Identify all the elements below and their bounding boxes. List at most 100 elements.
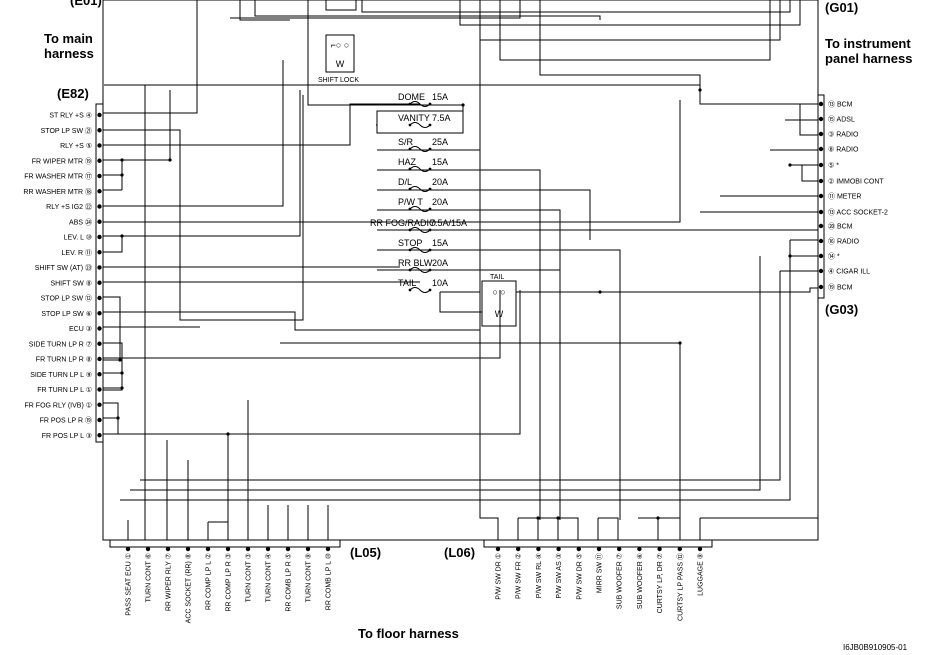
l06-pin-dot [637,546,642,552]
g01-pin-dot [818,101,824,107]
l06-label: (L06) [444,545,475,560]
l06-pin-dot [516,546,521,552]
fuse-label: DOME [398,92,425,102]
l05-pin-label: RR COMB LP R ⑤ [285,553,293,612]
l06-pin-label: P/W SW RL ④ [535,553,543,598]
l06-pin-dot [596,546,602,552]
l05-pin-dot [225,546,231,552]
fuse-label: S/R [398,137,414,147]
e82-pin-label: STOP LP SW ⑥ [41,310,92,318]
l05-pin-dot [265,546,271,552]
g01-pin-label: ⑬ BCM [828,101,853,109]
g03-pin-label: ⑭ * [828,253,840,261]
svg-text:W: W [495,309,504,319]
g03-pin-dot [818,284,824,290]
e82-pin-label: RR WASHER MTR ⑱ [23,188,92,196]
to-main-harness-line2: harness [44,46,94,61]
e82-pin-dot [97,112,102,118]
fuse-symbol [409,101,431,107]
g01-pin-label: ⑮ ADSL [828,116,855,124]
l06-connector-bar [483,539,713,548]
e82-pin-dot [97,326,102,331]
fuse-rating: 20A [432,197,448,207]
g01-pin-dot [818,223,824,229]
shift-lock-relay [325,34,355,73]
fuse-rating: 10A [432,278,448,288]
g03-pin-dot [818,238,824,244]
g03-pin-label: ⑯ RADIO [828,238,860,246]
svg-text:○ ○: ○ ○ [492,287,505,297]
l05-pin-label: ACC SOCKET (RR) ⑧ [185,553,193,623]
l05-pin-dot [145,546,151,552]
g01-pin-dot [818,209,824,215]
g01-pin-label: ⑳ BCM [828,223,853,231]
g01-pin-dot [818,131,824,137]
e82-pin-dot [97,433,102,438]
e82-pin-label: ABS ㉔ [69,218,92,226]
fuse-label: P/W T [398,197,423,207]
shift-lock-label: SHIFT LOCK [318,77,359,84]
g01-pin-label: ⑤ * [828,162,839,170]
l05-connector-bar [109,539,341,548]
junction-dots [116,88,792,520]
fuse-symbol [409,247,431,253]
g01-pin-dot [818,116,824,122]
e82-label: (E82) [57,86,89,101]
e82-pin-dot [97,234,102,240]
fuse-rating: 15A [432,92,448,102]
e82-pin-dot [97,417,102,423]
fuse-label: TAIL [398,278,416,288]
e82-pin-label: LEV. L ⑩ [64,234,92,242]
l05-pin-dot [185,546,191,552]
l06-pin-dot [495,546,501,552]
to-instrument-line1: To instrument [825,36,911,51]
tail-relay [481,280,517,327]
g01-pin-label: ② IMMOBI CONT [828,178,884,186]
e82-pin-dot [97,250,102,255]
l06-pin-dot [536,546,541,552]
fuse-label: D/L [398,177,412,187]
e82-pin-dot [97,173,102,179]
l05-label: (L05) [350,545,381,560]
l06-pin-label: CURTSY LP, DR ⑦ [656,553,664,613]
l06-pin-label: P/W SW AS ③ [555,553,563,599]
l05-pin-label: TURN CONT ③ [245,553,253,602]
l06-pin-dot [677,546,682,552]
l05-pin-dot [305,546,311,552]
l05-pin-label: PASS SEAT ECU ① [125,553,133,616]
e82-pin-dot [97,219,102,224]
fuse-symbol [409,186,431,192]
g01-pin-label: ⑬ ACC SOCKET-2 [828,209,888,217]
l06-pin-label: P/W SW DR ⑤ [575,553,583,600]
l05-pin-label: RR COMP LP L ② [205,553,213,610]
l05-pin-label: RR WIPER RLY ⑦ [165,553,173,611]
fuse-rating: 15A [432,238,448,248]
e82-connector-bar [95,103,104,443]
to-floor-harness-label: To floor harness [358,626,459,641]
e82-pin-label: SIDE TURN LP R ⑦ [29,340,92,348]
fuse-label: VANITY [398,113,430,123]
e82-pin-dot [97,158,102,163]
e82-pin-label: FR POS LP R ⑲ [40,417,92,425]
g01-pin-label: ⑧ RADIO [828,146,859,154]
l05-pin-label: TURN CONT ④ [265,553,273,602]
g03-label: (G03) [825,302,858,317]
e82-pin-dot [97,341,102,346]
g03-pin-dot [818,253,824,259]
e82-pin-label: SHIFT SW ⑧ [50,279,92,287]
fuse-symbol [409,166,431,172]
e82-pin-label: FR TURN LP R ⑧ [36,356,92,364]
e82-pin-label: SIDE TURN LP L ⑨ [30,371,92,379]
to-instrument-line2: panel harness [825,51,912,66]
fuse-rating: 25A [432,137,448,147]
l06-pin-dot [576,546,581,552]
e82-pin-label: FR WASHER MTR ⑰ [24,173,92,181]
e82-pin-dot [97,372,102,377]
e82-pin-dot [97,356,102,362]
g01-pin-dot [818,193,824,199]
g01-partial-label: (G01) [825,0,858,15]
